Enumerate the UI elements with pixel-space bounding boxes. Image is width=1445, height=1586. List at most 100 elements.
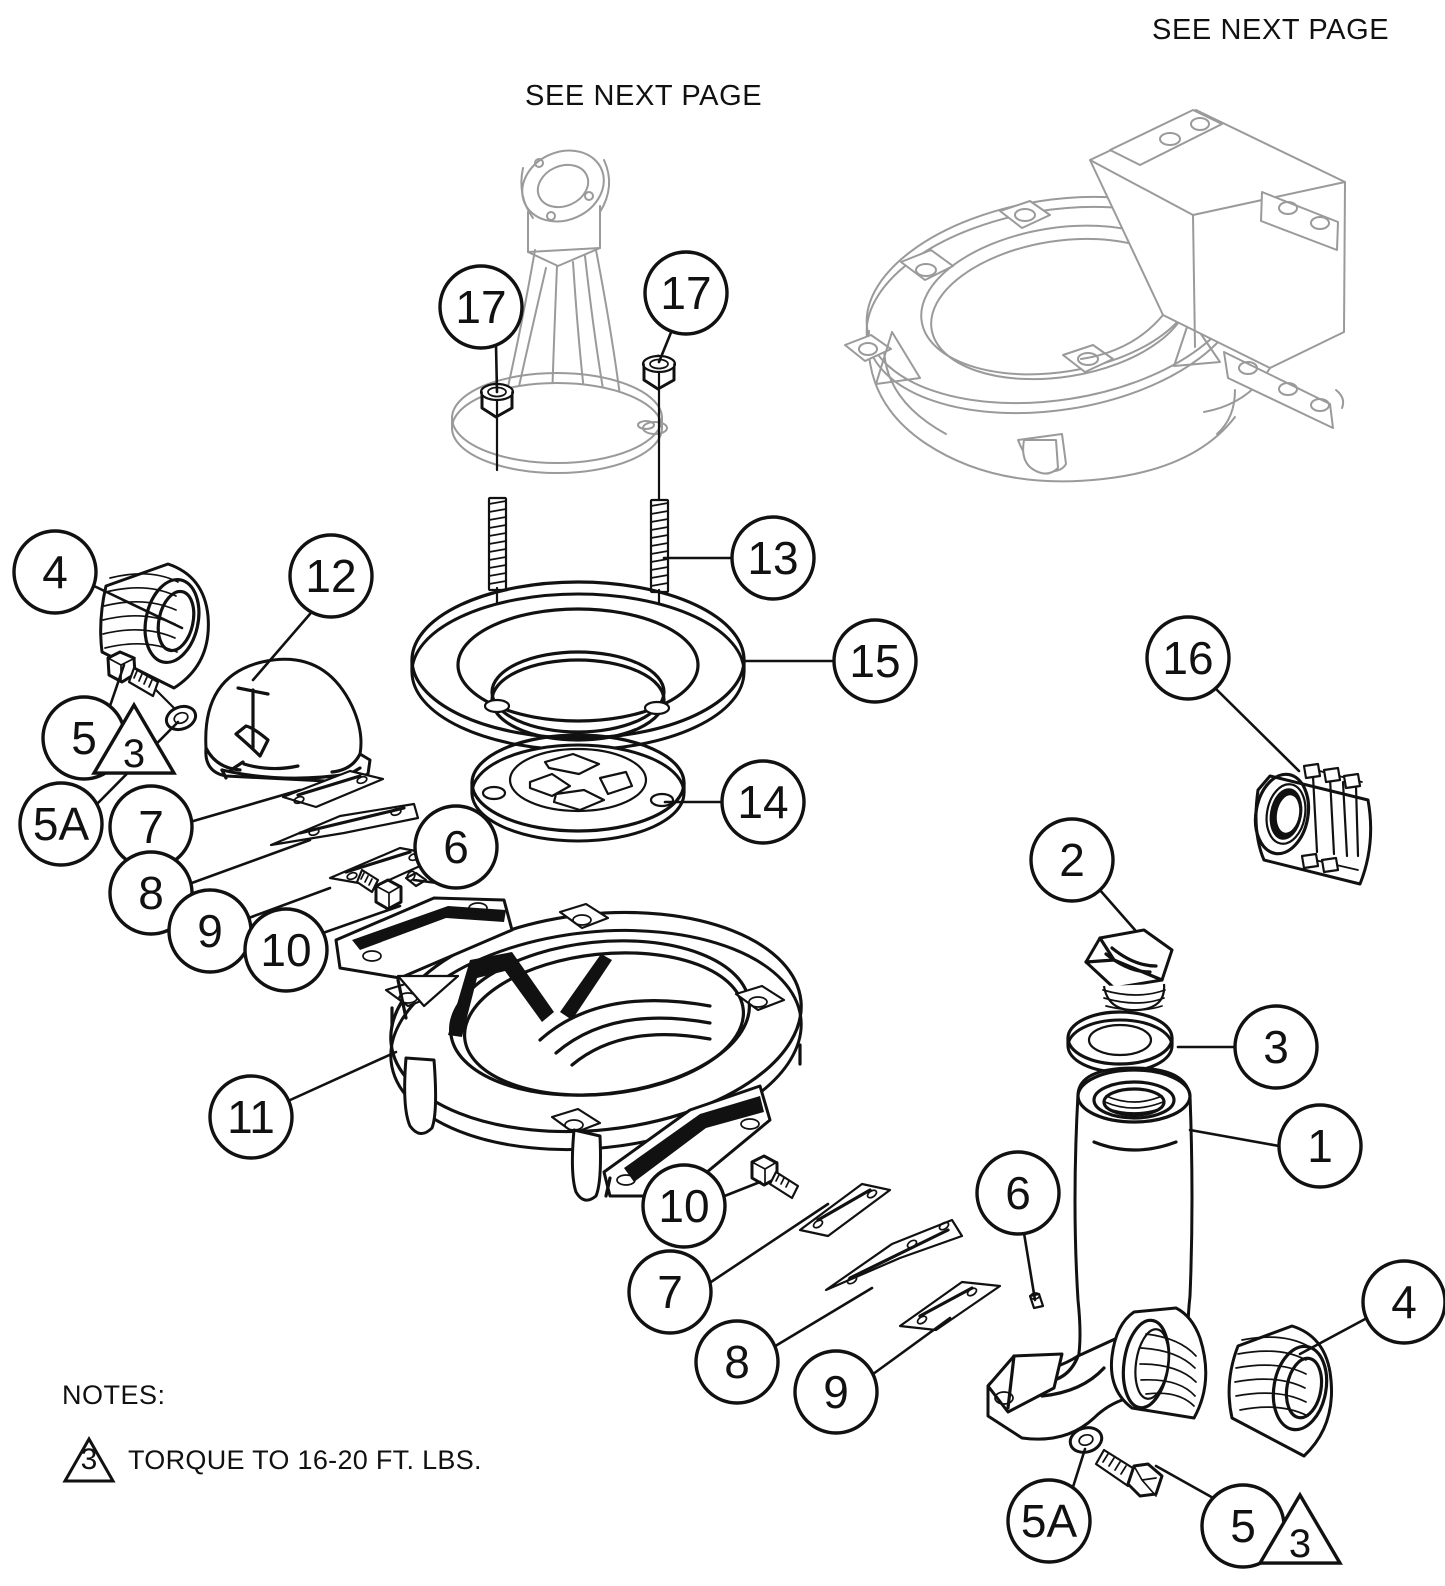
callout-7: 7 xyxy=(627,1249,713,1335)
leader-line-8 xyxy=(770,1286,874,1350)
callout-3: 3 xyxy=(1233,1004,1319,1090)
callout-label: 1 xyxy=(1307,1120,1333,1172)
callout-label: 8 xyxy=(138,867,164,919)
callout-10: 10 xyxy=(243,907,329,993)
callout-label: 3 xyxy=(123,732,145,776)
leader-line-9 xyxy=(244,886,332,921)
callout-balloon-circle xyxy=(832,618,918,704)
leader-line-9 xyxy=(867,1316,952,1379)
callout-label: 6 xyxy=(1005,1167,1031,1219)
see-next-page-label-right: SEE NEXT PAGE xyxy=(1152,14,1390,46)
leader-line-10 xyxy=(720,1180,762,1199)
callout-label: 4 xyxy=(42,546,68,598)
dowel-pin-lower xyxy=(1028,1292,1045,1310)
callout-balloon-circle xyxy=(438,264,524,350)
leader-line-5 xyxy=(108,663,126,708)
flag-triangle-3-icon: 3 xyxy=(62,1435,116,1483)
flag-triangle-number: 3 xyxy=(81,1443,98,1476)
callout-label: 7 xyxy=(657,1266,683,1318)
callout-label: 6 xyxy=(443,821,469,873)
callout-balloon-circle xyxy=(1361,1259,1445,1345)
flag-triangle-icon xyxy=(1257,1491,1343,1565)
notes-heading: NOTES: xyxy=(62,1380,166,1410)
leader-line-5 xyxy=(1154,1464,1217,1501)
leader-lines xyxy=(92,328,1369,1501)
leader-line-10 xyxy=(318,904,402,936)
leader-line-5A xyxy=(1071,1447,1087,1489)
leader-line-7 xyxy=(706,1202,830,1286)
callout-balloon-circle xyxy=(643,250,729,336)
callout-label: 5 xyxy=(1230,1500,1256,1552)
callout-balloon-circle xyxy=(208,1074,294,1160)
callout-label: 17 xyxy=(660,267,711,319)
callout-3: 3 xyxy=(1257,1491,1343,1566)
callout-label: 16 xyxy=(1162,632,1213,684)
threaded-nipple-lower xyxy=(1227,1324,1334,1458)
callout-label: 17 xyxy=(455,281,506,333)
callout-5a: 5A xyxy=(18,781,104,867)
callout-10: 10 xyxy=(641,1163,727,1249)
callout-balloon-circle xyxy=(1233,1004,1319,1090)
hex-head-bolt-upper xyxy=(106,650,176,710)
callout-balloon-circle xyxy=(413,804,499,890)
callout-17: 17 xyxy=(643,250,729,336)
shim-plate-a-lower xyxy=(798,1182,892,1238)
callout-balloon-circle xyxy=(12,529,98,615)
callout-8: 8 xyxy=(694,1319,780,1405)
dome-cover-part xyxy=(204,657,372,784)
shoulder-bolt-upper xyxy=(355,868,403,911)
callout-6: 6 xyxy=(975,1150,1061,1236)
callout-label: 2 xyxy=(1059,834,1085,886)
callout-2: 2 xyxy=(1029,817,1115,903)
leader-line-17 xyxy=(657,328,674,364)
callout-4: 4 xyxy=(12,529,98,615)
lower-flange-plate-part xyxy=(470,733,686,843)
shim-plate-b-lower xyxy=(824,1218,964,1292)
callout-balloon-circle xyxy=(288,533,374,619)
callout-9: 9 xyxy=(793,1349,879,1435)
motor-housing-ghost-part xyxy=(844,109,1346,483)
callout-4: 4 xyxy=(1361,1259,1445,1345)
callout-label: 5 xyxy=(71,712,97,764)
callout-17: 17 xyxy=(438,264,524,350)
callout-balloon-circle xyxy=(975,1150,1061,1236)
leader-line-12 xyxy=(251,612,312,682)
hex-jam-nut-right xyxy=(641,354,677,502)
callout-balloon-circle xyxy=(641,1163,727,1249)
callout-balloon-circle xyxy=(18,781,104,867)
callout-14: 14 xyxy=(720,759,806,845)
callout-16: 16 xyxy=(1145,615,1231,701)
note-text: TORQUE TO 16-20 FT. LBS. xyxy=(128,1444,482,1475)
callout-5a: 5A xyxy=(1006,1478,1092,1564)
leader-line-7 xyxy=(188,788,302,824)
adapter-flange-part xyxy=(410,580,746,752)
note-item-torque: 3 TORQUE TO 16-20 FT. LBS. xyxy=(62,1435,482,1485)
callout-label: 4 xyxy=(1391,1276,1417,1328)
flat-washer-lower xyxy=(1068,1426,1104,1454)
callout-6: 6 xyxy=(413,804,499,890)
callout-9: 9 xyxy=(167,888,253,974)
callout-label: 10 xyxy=(658,1180,709,1232)
leader-line-16 xyxy=(1213,686,1301,773)
callout-3: 3 xyxy=(91,701,177,776)
callout-label: 9 xyxy=(197,905,223,957)
sealing-washer-part xyxy=(1066,1010,1174,1074)
leader-line-1 xyxy=(1188,1128,1281,1148)
callout-balloon-circle xyxy=(730,515,816,601)
callout-label: 8 xyxy=(724,1336,750,1388)
leader-line-4 xyxy=(92,584,184,630)
callout-balloon-circle xyxy=(793,1349,879,1435)
callout-label: 3 xyxy=(1289,1522,1311,1566)
leader-line-4 xyxy=(1298,1316,1369,1356)
flag-triangle-icon xyxy=(91,701,177,775)
callout-balloon-circle xyxy=(694,1319,780,1405)
callout-balloon-circle xyxy=(627,1249,713,1335)
callout-label: 11 xyxy=(227,1091,275,1143)
callout-label: 14 xyxy=(737,776,788,828)
callout-label: 10 xyxy=(260,924,311,976)
slotted-sleeve-part xyxy=(1253,762,1373,886)
callout-label: 12 xyxy=(305,550,356,602)
